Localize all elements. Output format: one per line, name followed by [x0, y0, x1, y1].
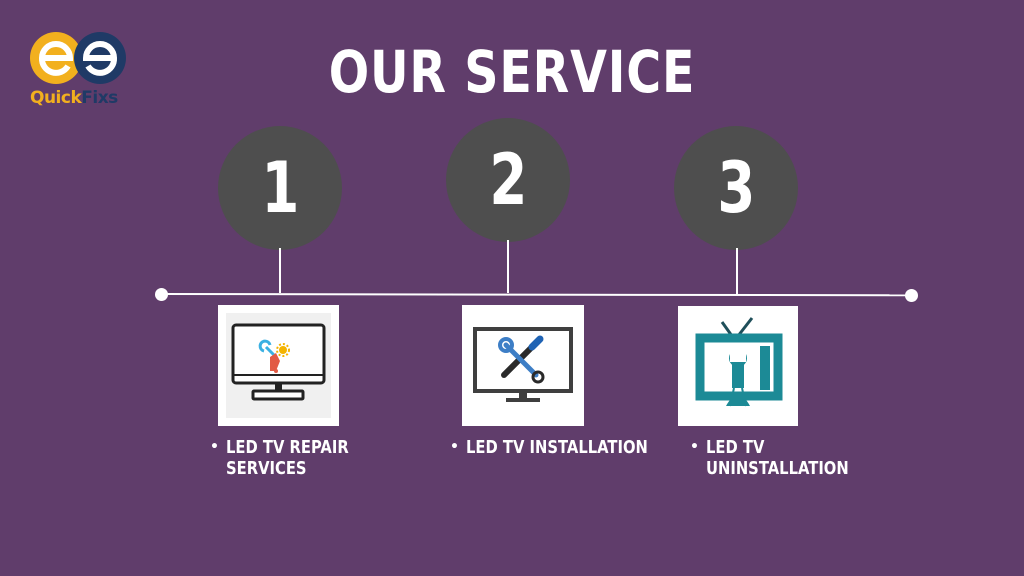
connector-line-3: [736, 248, 738, 294]
bullet: •: [210, 439, 219, 455]
step-number: 3: [716, 147, 756, 229]
quickfixs-logo: QuickFixs: [28, 28, 132, 114]
tv-installation-icon: [473, 327, 573, 402]
step-circle-2: 2: [446, 118, 570, 242]
timeline-end-dot: [905, 289, 918, 302]
timeline-line: [161, 293, 913, 297]
bullet: •: [450, 439, 459, 455]
step-number: 1: [260, 147, 300, 229]
service-card-3: [678, 306, 798, 426]
tv-repair-icon: [226, 313, 331, 418]
step-number: 2: [488, 139, 528, 221]
step-circle-1: 1: [218, 126, 342, 250]
service-label: LED TV REPAIR SERVICES: [226, 437, 349, 479]
service-item-1: • LED TV REPAIR SERVICES: [210, 437, 486, 479]
connector-line-2: [507, 240, 509, 293]
service-item-3: • LED TV UNINSTALLATION: [690, 437, 966, 479]
bullet: •: [690, 439, 699, 455]
step-circle-3: 3: [674, 126, 798, 250]
service-label: LED TV UNINSTALLATION: [706, 437, 849, 479]
service-card-2: [462, 305, 584, 426]
connector-line-1: [279, 248, 281, 293]
timeline-start-dot: [155, 288, 168, 301]
logo-mark-icon: [30, 32, 126, 84]
service-card-1: [218, 305, 339, 426]
tv-uninstallation-icon: [695, 317, 783, 407]
service-label: LED TV INSTALLATION: [466, 437, 648, 458]
page-title: OUR SERVICE: [328, 38, 696, 106]
logo-text: QuickFixs: [30, 88, 118, 108]
service-item-2: • LED TV INSTALLATION: [450, 437, 726, 458]
